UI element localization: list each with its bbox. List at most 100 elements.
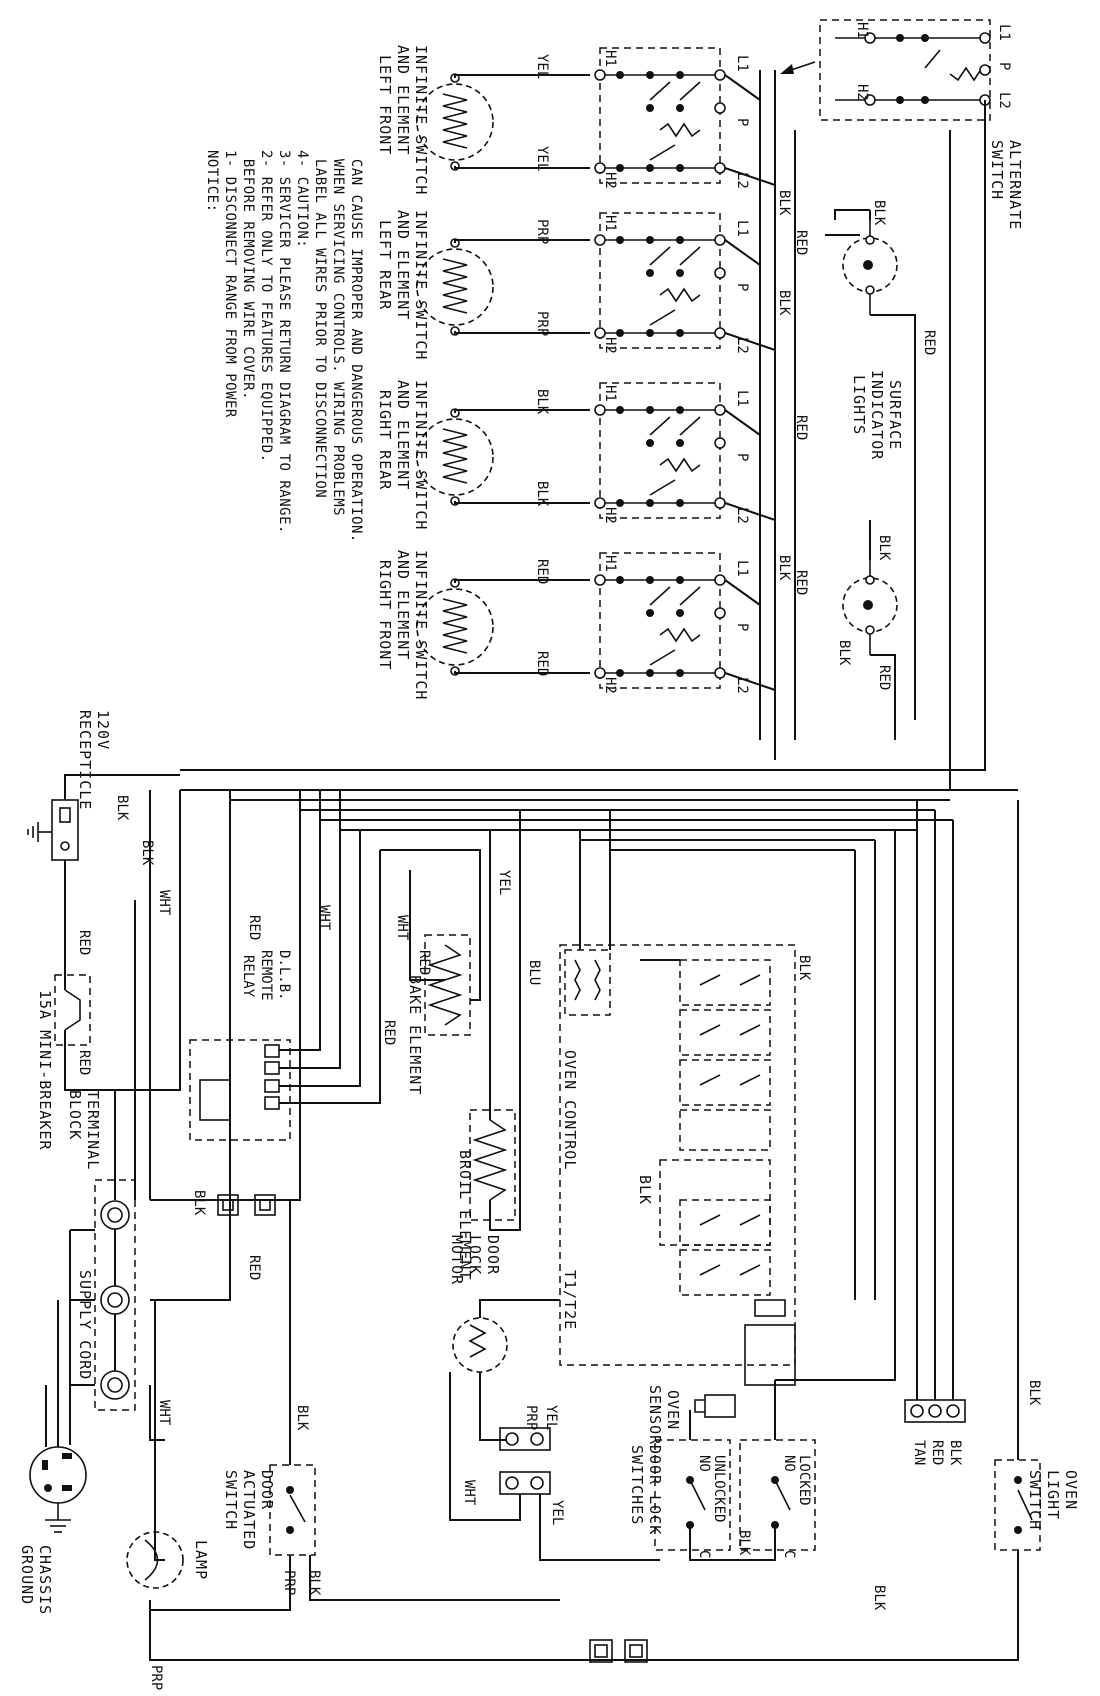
lf-blk-1: BLK (139, 840, 155, 866)
switch-title-3: RIGHT FRONT (376, 560, 394, 670)
unlocked-label: UNLOCKED (711, 1455, 727, 1522)
bus-blk-3: BLK (776, 555, 792, 581)
alternate-label-1: ALTERNATE (1006, 140, 1024, 230)
c-label-2: C (781, 1550, 797, 1558)
terminal-label-2: BLOCK (66, 1090, 84, 1140)
switch-title-2: AND ELEMENT (394, 380, 412, 490)
broil-blu: BLU (526, 960, 542, 985)
terminal-h2: H2 (602, 337, 618, 354)
switch-wire-label-b: YEL (534, 146, 550, 171)
supply-cord-label: SUPPLY CORD (76, 1270, 94, 1380)
switch-title-3: LEFT FRONT (376, 55, 394, 155)
receptacle-label-1: 120V (94, 710, 112, 750)
bake-label: BAKE ELEMENT (406, 975, 424, 1095)
terminal-l1: L1 (734, 55, 750, 72)
supply-plug: CHASSIS GROUND (18, 1230, 87, 1615)
terminal-h2: H2 (602, 172, 618, 189)
breaker-label: 15A MINI-BREAKER (36, 990, 54, 1151)
ind-red-2: RED (876, 665, 892, 690)
alternate-label-2: SWITCH (988, 140, 1006, 200)
breaker-red-2: RED (76, 1050, 92, 1075)
terminal-p: P (734, 283, 750, 291)
sensor-label-1: OVEN (664, 1390, 682, 1430)
ind-blk-3: BLK (836, 640, 852, 666)
door-sw-label-3: SWITCH (222, 1470, 240, 1530)
switch-wire-label-b: PRP (534, 311, 550, 336)
terminal-l2: L2 (734, 337, 750, 354)
switch-title-1: INFINITE SWITCH (412, 550, 430, 700)
relay-red: RED (381, 1020, 397, 1045)
terminal-l1: L1 (734, 390, 750, 407)
ctrl-blk-2: BLK (796, 955, 812, 981)
conn-tan: TAN (911, 1440, 927, 1465)
conn-red: RED (929, 1440, 945, 1465)
ind-red-1: RED (921, 330, 937, 355)
rec-blk: BLK (114, 795, 130, 821)
lf-wht-1: WHT (156, 890, 172, 916)
terminal-h1: H1 (602, 215, 618, 232)
breaker-red-1: RED (76, 930, 92, 955)
switch-wire-label-a: PRP (534, 219, 550, 244)
notice-line: 2- REFER ONLY TO FEATURES EQUIPPED. (258, 150, 274, 463)
door-sw-label-1: DOOR (258, 1470, 276, 1510)
conn-blk: BLK (947, 1440, 963, 1466)
oven-sensor: OVEN SENSOR (646, 1385, 736, 1445)
ctrl-blk-label: BLK (636, 1175, 654, 1205)
model-label: T1/T2E (561, 1270, 579, 1330)
terminal-label-1: TERMINAL (84, 1090, 102, 1170)
bus-wires: BLK RED BLK RED BLK RED (180, 70, 986, 790)
switch-title-3: LEFT REAR (376, 220, 394, 310)
lock-blk: BLK (736, 1530, 752, 1556)
lf-red-1: RED (246, 915, 262, 940)
switch-wire-label-b: RED (534, 651, 550, 676)
connector-block: TAN RED BLK (904, 800, 966, 1466)
notice-line: LABEL ALL WIRES PRIOR TO DISCONNECTION (312, 150, 328, 498)
switch-title-2: AND ELEMENT (394, 45, 412, 155)
terminal-h1: H1 (602, 555, 618, 572)
motor-label-2: LOCK (466, 1235, 484, 1275)
notice-text: NOTICE:1- DISCONNECT RANGE FROM POWER BE… (204, 150, 364, 543)
light-sw-label-1: OVEN (1062, 1470, 1080, 1510)
broil-element: BROIL ELEMENT YEL BLU RED (381, 810, 542, 1280)
lock-sw-label-2: SWITCHES (628, 1445, 646, 1525)
interconnect-lines (180, 789, 1018, 1381)
switch-title-1: INFINITE SWITCH (412, 45, 430, 195)
notice-line: 3- SERVICER PLEASE RETURN DIAGRAM TO RAN… (276, 150, 292, 534)
light-sw-label-2: LIGHT (1044, 1470, 1062, 1520)
motor-yel-1: YEL (543, 1405, 559, 1430)
terminal-h2: H2 (602, 507, 618, 524)
switch-wire-label-b: BLK (534, 481, 550, 507)
bottom-plugs: PRP OR BLK (148, 1639, 648, 1696)
light-sw-label-3: SWITCH (1026, 1470, 1044, 1530)
notice-line: WHEN SERVICING CONTROLS. WIRING PROBLEMS (330, 150, 346, 516)
no-label-1: NO (696, 1455, 712, 1472)
terminal-p: P (734, 453, 750, 461)
sensor-label-2: SENSOR (646, 1385, 664, 1445)
door-lock-motor: DOOR LOCK MOTOR YEL PRP YEL WHT (448, 1235, 660, 1561)
notice-block: NOTICE:1- DISCONNECT RANGE FROM POWER BE… (204, 150, 364, 543)
mid-plugs (217, 1194, 276, 1216)
left-feed-wires: BLK WHT RED WHT WHT RED WHT BLK (115, 790, 410, 1561)
door-sw-blk: BLK (294, 1405, 310, 1431)
alt-h1-label: H1 (854, 22, 870, 39)
chassis-label-1: CHASSIS (36, 1545, 54, 1615)
chassis-label-2: GROUND (18, 1545, 36, 1605)
switch-wire-label-a: RED (534, 559, 550, 584)
lf-red-2: RED (246, 1255, 262, 1280)
lamp: LAMP (126, 1531, 210, 1589)
terminal-p: P (734, 118, 750, 126)
indicator-lights: SURFACE INDICATOR LIGHTS BLK RED BLK RED… (825, 200, 937, 740)
ind-blk-2: BLK (876, 535, 892, 561)
alt-p-label: P (996, 62, 1012, 70)
motor-yel-2: YEL (549, 1500, 565, 1525)
motor-label-1: DOOR (484, 1235, 502, 1275)
ind-blk-1: BLK (871, 200, 887, 226)
oven-light-switch: OVEN LIGHT SWITCH BLK BLK (149, 800, 1080, 1661)
lf-wht-4: WHT (156, 1400, 172, 1426)
bus-blk-1: BLK (776, 190, 792, 216)
indicator-label-3: LIGHTS (850, 375, 868, 435)
bus-blk-2: BLK (776, 290, 792, 316)
terminal-l2: L2 (734, 677, 750, 694)
dlb-relay: D.L.B. REMOTE RELAY (189, 790, 381, 1141)
